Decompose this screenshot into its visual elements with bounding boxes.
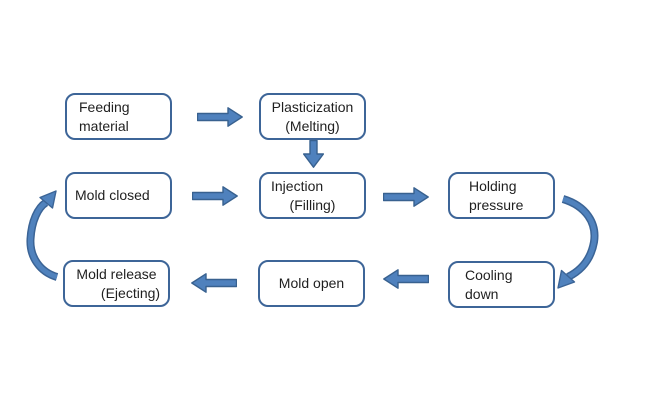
node-label-line: Cooling <box>465 266 513 283</box>
node-feeding-material: Feeding material <box>65 93 172 140</box>
node-label-line: pressure <box>469 196 524 213</box>
right-block-arrow-shape <box>192 186 238 206</box>
curve-body <box>562 196 597 280</box>
node-holding-pressure: Holding pressure <box>448 172 555 219</box>
node-plasticization: Plasticization (Melting) <box>259 93 366 140</box>
arrow-mold-open-to-release-icon <box>191 273 237 293</box>
node-label-line: down <box>465 285 499 302</box>
left-block-arrow-shape <box>191 273 237 293</box>
curve-arrowhead <box>39 190 57 209</box>
node-injection: Injection (Filling) <box>259 172 366 219</box>
down-block-arrow-shape <box>303 140 324 168</box>
arrow-holding-to-cooling-icon <box>557 195 599 289</box>
node-mold-closed: Mold closed <box>65 172 172 219</box>
node-label-line: (Melting) <box>285 117 340 134</box>
node-mold-open: Mold open <box>258 260 365 307</box>
node-cooling-down: Cooling down <box>448 261 555 308</box>
left-block-arrow-shape <box>383 269 429 289</box>
node-label-line: Injection <box>271 177 324 194</box>
arrow-feeding-to-plasticization-icon <box>197 107 243 127</box>
arrow-cooling-to-mold-open-icon <box>383 269 429 289</box>
curve-arrowhead <box>557 269 576 289</box>
node-label-line: (Ejecting) <box>100 284 161 301</box>
node-label-line: material <box>79 117 129 134</box>
node-label-line: (Filling) <box>289 196 336 213</box>
node-label-line: Plasticization <box>271 98 354 115</box>
node-label-line: Holding <box>469 177 517 194</box>
node-label-line: Mold open <box>278 275 345 291</box>
arrow-injection-to-holding-icon <box>383 187 429 207</box>
right-block-arrow-shape <box>383 187 429 207</box>
right-block-arrow-shape <box>197 107 243 127</box>
arrow-release-to-mold-closed-icon <box>26 190 59 281</box>
node-label-line: Mold release <box>76 265 157 282</box>
node-label-line: Mold closed <box>75 187 150 203</box>
curve-outline <box>561 195 599 281</box>
curve-body <box>27 200 58 280</box>
node-label-line: Feeding <box>79 98 130 115</box>
curve-outline <box>26 199 59 281</box>
arrow-plasticization-to-injection-icon <box>303 140 324 168</box>
arrow-mold-closed-to-injection-icon <box>192 186 238 206</box>
node-mold-release: Mold release (Ejecting) <box>63 260 170 307</box>
